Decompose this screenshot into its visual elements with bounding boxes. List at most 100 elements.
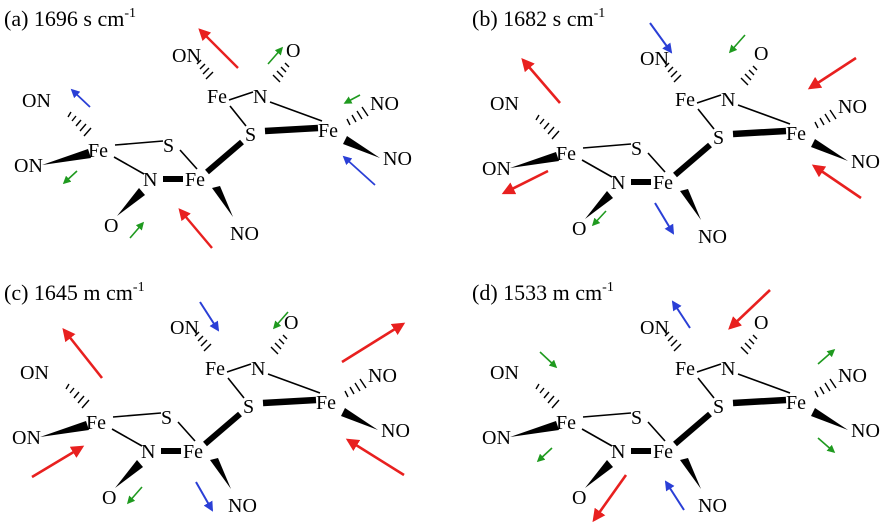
arrow-green <box>817 348 836 365</box>
label-s-right: S <box>713 127 724 149</box>
arrow-red <box>592 474 628 523</box>
label-fe-right: Fe <box>318 120 338 142</box>
label-on-left-top: ON <box>20 362 49 384</box>
label-o-bottom: O <box>572 487 586 509</box>
arrow-blue <box>664 480 685 511</box>
arrow-blue <box>70 88 91 108</box>
label-no-right-top: NO <box>370 93 399 115</box>
arrow-green <box>129 221 145 239</box>
arrow-green <box>591 210 607 227</box>
label-on-left-top: ON <box>22 90 51 112</box>
label-o-top: O <box>284 312 298 334</box>
arrow-blue <box>195 481 213 512</box>
arrow-red <box>31 445 85 479</box>
displacement-arrows <box>501 22 862 235</box>
label-on-top: ON <box>170 317 199 339</box>
arrow-red <box>728 289 771 330</box>
label-s-left: S <box>161 407 172 429</box>
arrow-green <box>728 34 746 54</box>
label-no-right-bottom: NO <box>381 420 410 442</box>
label-s-right: S <box>713 396 724 418</box>
label-fe-bottom: Fe <box>183 441 203 463</box>
label-no-bottom: NO <box>228 495 257 517</box>
label-fe-bottom: Fe <box>653 441 673 463</box>
label-no-right-bottom: NO <box>383 148 412 170</box>
label-on-top: ON <box>640 317 669 339</box>
arrow-red <box>807 56 857 90</box>
panel-b: (b) 1682 s cm-1 ON ON Fe S N Fe O NO ON … <box>472 6 880 248</box>
arrow-green <box>62 170 78 185</box>
panel-c-title: (c) 1645 m cm-1 <box>4 280 145 305</box>
arrow-blue <box>649 22 673 54</box>
label-s-right: S <box>243 396 254 418</box>
label-n-top: N <box>253 86 267 108</box>
label-s-left: S <box>631 407 642 429</box>
label-n-bottom: N <box>141 441 155 463</box>
label-o-top: O <box>286 40 300 62</box>
panel-d: (d) 1533 m cm-1 ON ON Fe S N Fe O NO ON … <box>472 280 880 523</box>
arrow-blue <box>342 155 376 186</box>
label-fe-top: Fe <box>207 86 227 108</box>
displacement-arrows <box>62 28 376 249</box>
label-s-right: S <box>245 124 256 146</box>
label-s-left: S <box>631 138 642 160</box>
label-fe-left: Fe <box>88 140 108 162</box>
atom-labels: ON ON Fe S N Fe O NO ON Fe N O S Fe NO N… <box>12 312 410 517</box>
label-fe-bottom: Fe <box>185 169 205 191</box>
label-fe-bottom: Fe <box>653 172 673 194</box>
panel-c: (c) 1645 m cm-1 ON ON Fe S N Fe O NO ON … <box>4 280 410 517</box>
label-n-top: N <box>721 358 735 380</box>
label-fe-left: Fe <box>86 412 106 434</box>
label-fe-top: Fe <box>205 358 225 380</box>
label-fe-top: Fe <box>675 358 695 380</box>
label-o-top: O <box>754 312 768 334</box>
label-fe-right: Fe <box>316 392 336 414</box>
arrow-green <box>272 311 289 330</box>
arrow-blue <box>671 300 691 329</box>
label-no-right-bottom: NO <box>851 420 880 442</box>
label-n-bottom: N <box>611 441 625 463</box>
label-fe-top: Fe <box>675 89 695 111</box>
label-s-left: S <box>163 135 174 157</box>
arrow-red <box>501 169 549 195</box>
atom-labels: ON ON Fe S N Fe O NO ON Fe N O S Fe NO N… <box>482 312 880 517</box>
label-no-right-top: NO <box>368 365 397 387</box>
arrow-green <box>536 447 553 463</box>
label-no-right-top: NO <box>838 96 867 118</box>
arrow-green <box>539 351 558 369</box>
label-fe-left: Fe <box>556 412 576 434</box>
panel-b-title: (b) 1682 s cm-1 <box>472 6 605 31</box>
arrow-red <box>341 322 406 364</box>
label-on-left-bottom: ON <box>482 427 511 449</box>
panel-a: (a) 1696 s cm-1 ON ON Fe S N Fe O NO ON … <box>4 6 412 249</box>
label-on-left-bottom: ON <box>482 158 511 180</box>
label-on-left-top: ON <box>490 362 519 384</box>
arrow-green <box>267 46 284 65</box>
label-o-top: O <box>754 43 768 65</box>
displacement-arrows <box>31 301 406 512</box>
arrow-blue <box>654 202 675 235</box>
arrow-blue <box>199 301 220 332</box>
panel-d-title: (d) 1533 m cm-1 <box>472 280 614 305</box>
arrow-red <box>178 208 213 249</box>
displacement-arrows <box>536 289 836 523</box>
label-no-bottom: NO <box>698 226 727 248</box>
label-on-top: ON <box>172 45 201 67</box>
label-n-top: N <box>721 89 735 111</box>
label-no-bottom: NO <box>698 495 727 517</box>
arrow-green <box>126 486 143 505</box>
panel-a-title: (a) 1696 s cm-1 <box>4 6 136 31</box>
arrow-green <box>817 437 836 454</box>
arrow-red <box>345 438 405 477</box>
label-no-right-bottom: NO <box>851 151 880 173</box>
label-o-bottom: O <box>104 215 118 237</box>
label-on-left-bottom: ON <box>12 427 41 449</box>
atom-labels: ON ON Fe S N Fe O NO ON Fe N O S Fe NO N… <box>482 43 880 248</box>
label-fe-right: Fe <box>786 392 806 414</box>
arrow-red <box>811 164 862 200</box>
label-fe-right: Fe <box>786 123 806 145</box>
label-o-bottom: O <box>572 218 586 240</box>
arrow-green <box>343 94 361 104</box>
atom-labels: ON ON Fe S N Fe O NO ON Fe N O S Fe NO N… <box>14 40 412 245</box>
label-o-bottom: O <box>102 487 116 509</box>
